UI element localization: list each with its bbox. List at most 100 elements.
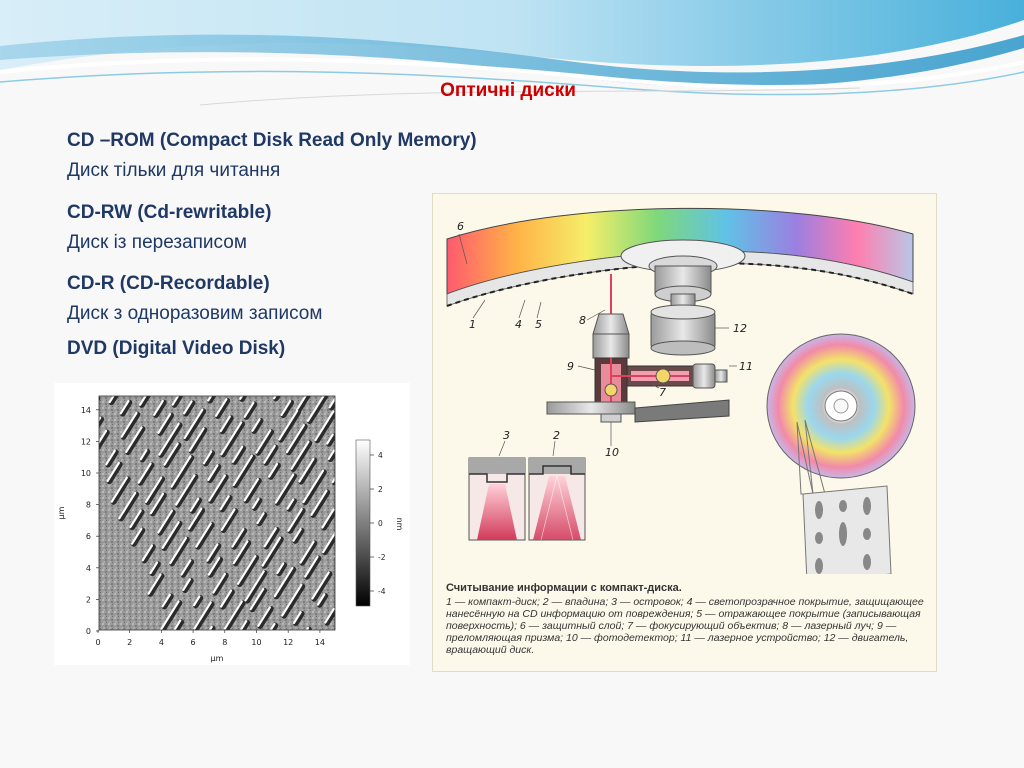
afm-y-tick-label: 8 (86, 501, 91, 510)
afm-y-tick-label: 14 (81, 406, 91, 415)
afm-pit (141, 544, 156, 564)
afm-x-tick-label: 6 (191, 638, 196, 647)
afm-pit (202, 450, 216, 467)
afm-pit (223, 600, 246, 630)
afm-x-tick-label: 4 (159, 638, 164, 647)
afm-pit (257, 605, 274, 629)
afm-pit (99, 429, 110, 451)
afm-pit (159, 600, 183, 630)
afm-colorbar-tick-label: 4 (378, 451, 383, 460)
afm-pit (327, 449, 335, 463)
item-cd-r: CD-R (CD-Recordable) Диск з одноразовим … (67, 269, 322, 329)
afm-pit (157, 412, 175, 436)
afm-pit (204, 625, 216, 630)
item-cd-rw: CD-RW (Cd-rewritable) Диск із перезаписо… (67, 198, 271, 258)
afm-pit (267, 462, 281, 480)
afm-pit (219, 494, 233, 513)
afm-y-tick-label: 12 (81, 437, 91, 446)
afm-y-tick-label: 6 (86, 532, 91, 541)
afm-pit (263, 526, 280, 550)
pit-land-inset (468, 457, 586, 541)
afm-pit (207, 396, 225, 404)
afm-pit (295, 396, 321, 413)
afm-colorbar-label: nm (395, 518, 404, 531)
afm-pit (170, 454, 195, 490)
afm-x-tick-label: 12 (283, 638, 293, 647)
afm-pit (161, 520, 183, 551)
afm-pit (251, 418, 264, 434)
afm-pit (408, 583, 410, 617)
afm-pit (243, 477, 262, 504)
afm-pit (261, 622, 279, 630)
afm-pit (137, 462, 155, 486)
afm-x-tick-label: 14 (315, 638, 325, 647)
afm-pit (120, 411, 141, 440)
afm-pit (342, 397, 357, 417)
afm-pit (182, 577, 194, 594)
afm-colorbar-tick-label: 0 (378, 519, 383, 528)
afm-pit (130, 527, 146, 547)
afm-pit (276, 562, 288, 577)
afm-pit (316, 593, 329, 608)
afm-pit (403, 560, 410, 577)
afm-pit (110, 476, 131, 505)
afm-pit (298, 457, 318, 485)
diagram-part-label: 11 (739, 360, 753, 373)
afm-pit (80, 384, 94, 402)
afm-pit (391, 616, 410, 651)
term-cd-rom: CD –ROM (Compact Disk Read Only Memory) (67, 130, 477, 151)
afm-pit (274, 473, 298, 506)
afm-pit (169, 536, 190, 567)
afm-pit (105, 449, 119, 468)
diagram-caption-title: Считывание информации с компакт-диска. (446, 582, 682, 594)
afm-pit-pattern (80, 384, 410, 651)
diagram-part-label: 9 (567, 360, 574, 373)
magnified-pit-surface (802, 485, 892, 583)
afm-pit (302, 469, 327, 506)
afm-pit (220, 508, 239, 534)
desc-cd-rw: Диск із перезаписом (67, 232, 247, 253)
afm-pit (125, 426, 146, 456)
afm-colorbar (355, 439, 371, 607)
afm-pit (206, 543, 222, 564)
afm-y-tick-label: 10 (81, 469, 91, 478)
afm-y-tick-label: 2 (86, 595, 91, 604)
afm-pit (292, 527, 305, 544)
afm-pit (163, 442, 182, 468)
afm-pit (189, 497, 203, 514)
diagram-caption: Считывание информации с компакт-диска. 1… (446, 582, 926, 656)
afm-pit (281, 583, 306, 619)
afm-pit (161, 593, 174, 610)
afm-pit (322, 519, 335, 556)
afm-pit (147, 573, 165, 597)
afm-pit (195, 522, 215, 550)
afm-pit (153, 399, 167, 418)
afm-pit (261, 536, 284, 569)
afm-colorbar-tick-label: 2 (378, 485, 383, 494)
afm-colorbar-tick-label: -2 (378, 553, 386, 562)
afm-pit (290, 440, 313, 472)
afm-pit (286, 498, 298, 512)
afm-pit (149, 492, 167, 517)
afm-x-axis-label: µm (211, 654, 224, 663)
desc-cd-rom: Диск тільки для читання (67, 160, 281, 181)
term-cd-r: CD-R (CD-Recordable) (67, 273, 270, 294)
afm-x-tick-label: 10 (251, 638, 261, 647)
header-wave-decoration (0, 0, 1024, 120)
afm-pit (144, 476, 166, 506)
afm-pit (263, 444, 279, 466)
afm-pit (236, 554, 260, 587)
afm-pit (304, 555, 322, 580)
afm-pit (280, 399, 295, 419)
diagram-part-label: 4 (515, 318, 522, 331)
afm-pit (219, 415, 234, 435)
afm-pit (378, 493, 396, 517)
afm-x-tick-label: 8 (222, 638, 227, 647)
afm-colorbar-ticks: 420-2-4 (370, 451, 386, 596)
term-cd-rw: CD-RW (Cd-rewritable) (67, 202, 272, 223)
afm-pit (292, 610, 305, 627)
afm-pit (249, 587, 268, 613)
item-cd-rom: CD –ROM (Compact Disk Read Only Memory) … (67, 126, 477, 186)
